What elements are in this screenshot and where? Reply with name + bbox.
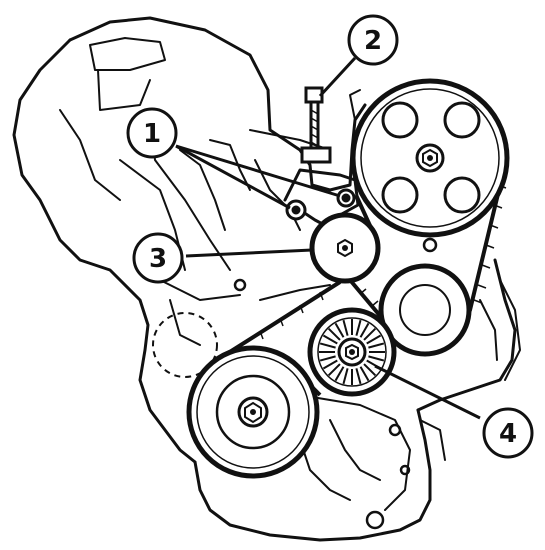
- crankshaft-pulley: [186, 345, 320, 479]
- callout-1-label: 1: [143, 119, 161, 149]
- pulley-spoke: [322, 359, 338, 370]
- callout-2-label: 2: [364, 26, 382, 56]
- callout-1: 1: [126, 107, 178, 159]
- pulley-spoke: [342, 319, 349, 336]
- callout-3: 3: [132, 232, 184, 284]
- tensioner-pulley: [309, 212, 381, 284]
- pulley-spoke: [342, 368, 349, 385]
- pulley-spoke: [327, 327, 341, 341]
- pulley-spoke: [368, 355, 385, 362]
- mounting-nuts: [285, 188, 356, 221]
- block-bolt-holes: [233, 237, 438, 530]
- pulley-spoke: [368, 342, 385, 349]
- pulley-spoke: [363, 327, 377, 341]
- top-right-pulley: [350, 78, 510, 238]
- leader-lines: [175, 56, 481, 420]
- engine-block-outline: [12, 16, 517, 542]
- hidden-pulley-outline: [152, 312, 218, 378]
- callout-4: 4: [482, 407, 534, 459]
- pulley-spoke: [319, 342, 336, 349]
- pulley-spoke: [327, 363, 341, 377]
- callout-2: 2: [347, 14, 399, 66]
- pulley-spoke: [359, 322, 370, 338]
- engine-inner-details: [59, 37, 521, 511]
- callout-4-label: 4: [499, 419, 517, 449]
- ribbed-pulley: [307, 307, 397, 397]
- pulley-spoke: [359, 366, 370, 382]
- pulley-spoke: [319, 355, 336, 362]
- pulley-spoke: [334, 366, 345, 382]
- pulley-spoke: [363, 363, 377, 377]
- adjusting-bolt: [300, 86, 332, 164]
- pulley-spoke: [355, 368, 362, 385]
- pulley-spoke: [322, 334, 338, 345]
- idler-pulley: [378, 263, 472, 357]
- pulley-spoke: [366, 334, 382, 345]
- pulley-spoke: [334, 322, 345, 338]
- callout-3-label: 3: [149, 244, 167, 274]
- pulley-spoke: [355, 319, 362, 336]
